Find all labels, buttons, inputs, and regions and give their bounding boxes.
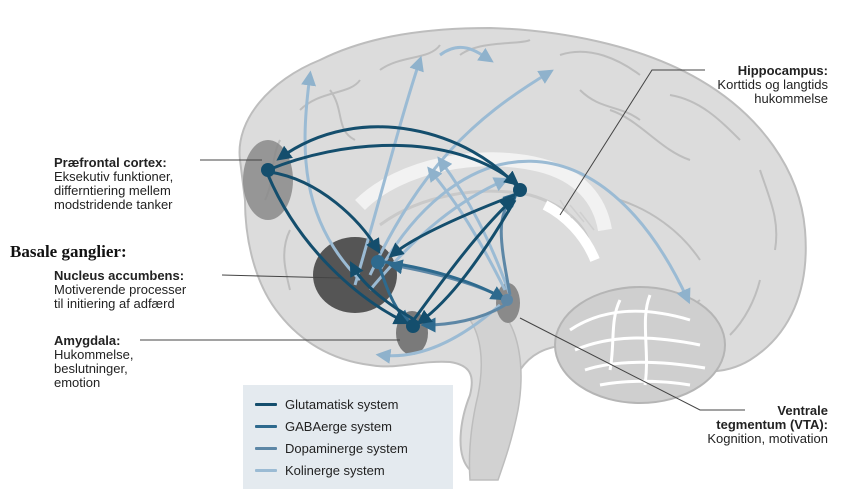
amygdala-line-2: beslutninger, (54, 362, 133, 376)
legend-swatch-dopaminerge (255, 447, 277, 450)
nucleus-accumbens-line-1: Motiverende processer (54, 283, 186, 297)
basal-ganglia-heading: Basale ganglier: (10, 242, 127, 262)
hippocampus-node (513, 183, 527, 197)
legend-item-glutamatisk: Glutamatisk system (255, 395, 398, 413)
amygdala-label: Amygdala: Hukommelse, beslutninger, emot… (54, 334, 133, 390)
cerebellum (555, 287, 725, 403)
legend-label-kolinerge: Kolinerge system (285, 463, 385, 478)
legend: Glutamatisk system GABAerge system Dopam… (243, 385, 453, 489)
prefrontal-line-3: modstridende tanker (54, 198, 173, 212)
nucleus-accumbens-label: Nucleus accumbens: Motiverende processer… (54, 269, 186, 311)
hippocampus-label: Hippocampus: Korttids og langtids hukomm… (660, 64, 828, 106)
legend-label-glutamatisk: Glutamatisk system (285, 397, 398, 412)
prefrontal-node (261, 163, 275, 177)
prefrontal-line-1: Eksekutiv funktioner, (54, 170, 173, 184)
vta-line-1: Kognition, motivation (660, 432, 828, 446)
legend-swatch-gabaerge (255, 425, 277, 428)
hippocampus-line-1: Korttids og langtids (660, 78, 828, 92)
prefrontal-title: Præfrontal cortex: (54, 156, 173, 170)
legend-swatch-kolinerge (255, 469, 277, 472)
hippocampus-title: Hippocampus: (660, 64, 828, 78)
amygdala-node (406, 319, 420, 333)
hippocampus-line-2: hukommelse (660, 92, 828, 106)
nucleus-accumbens-line-2: til initiering af adfærd (54, 297, 186, 311)
amygdala-line-3: emotion (54, 376, 133, 390)
legend-item-dopaminerge: Dopaminerge system (255, 439, 408, 457)
nucleus-accumbens-title: Nucleus accumbens: (54, 269, 186, 283)
legend-item-kolinerge: Kolinerge system (255, 461, 385, 479)
prefrontal-line-2: differntiering mellem (54, 184, 173, 198)
legend-item-gabaerge: GABAerge system (255, 417, 392, 435)
vta-label: Ventrale tegmentum (VTA): Kognition, mot… (660, 404, 828, 446)
prefrontal-label: Præfrontal cortex: Eksekutiv funktioner,… (54, 156, 173, 212)
amygdala-title: Amygdala: (54, 334, 133, 348)
legend-label-dopaminerge: Dopaminerge system (285, 441, 408, 456)
vta-title-1: Ventrale (660, 404, 828, 418)
legend-swatch-glutamatisk (255, 403, 277, 406)
vta-node (501, 294, 513, 306)
legend-label-gabaerge: GABAerge system (285, 419, 392, 434)
vta-title-2: tegmentum (VTA): (660, 418, 828, 432)
amygdala-line-1: Hukommelse, (54, 348, 133, 362)
nucleus-accumbens-node (371, 255, 385, 269)
